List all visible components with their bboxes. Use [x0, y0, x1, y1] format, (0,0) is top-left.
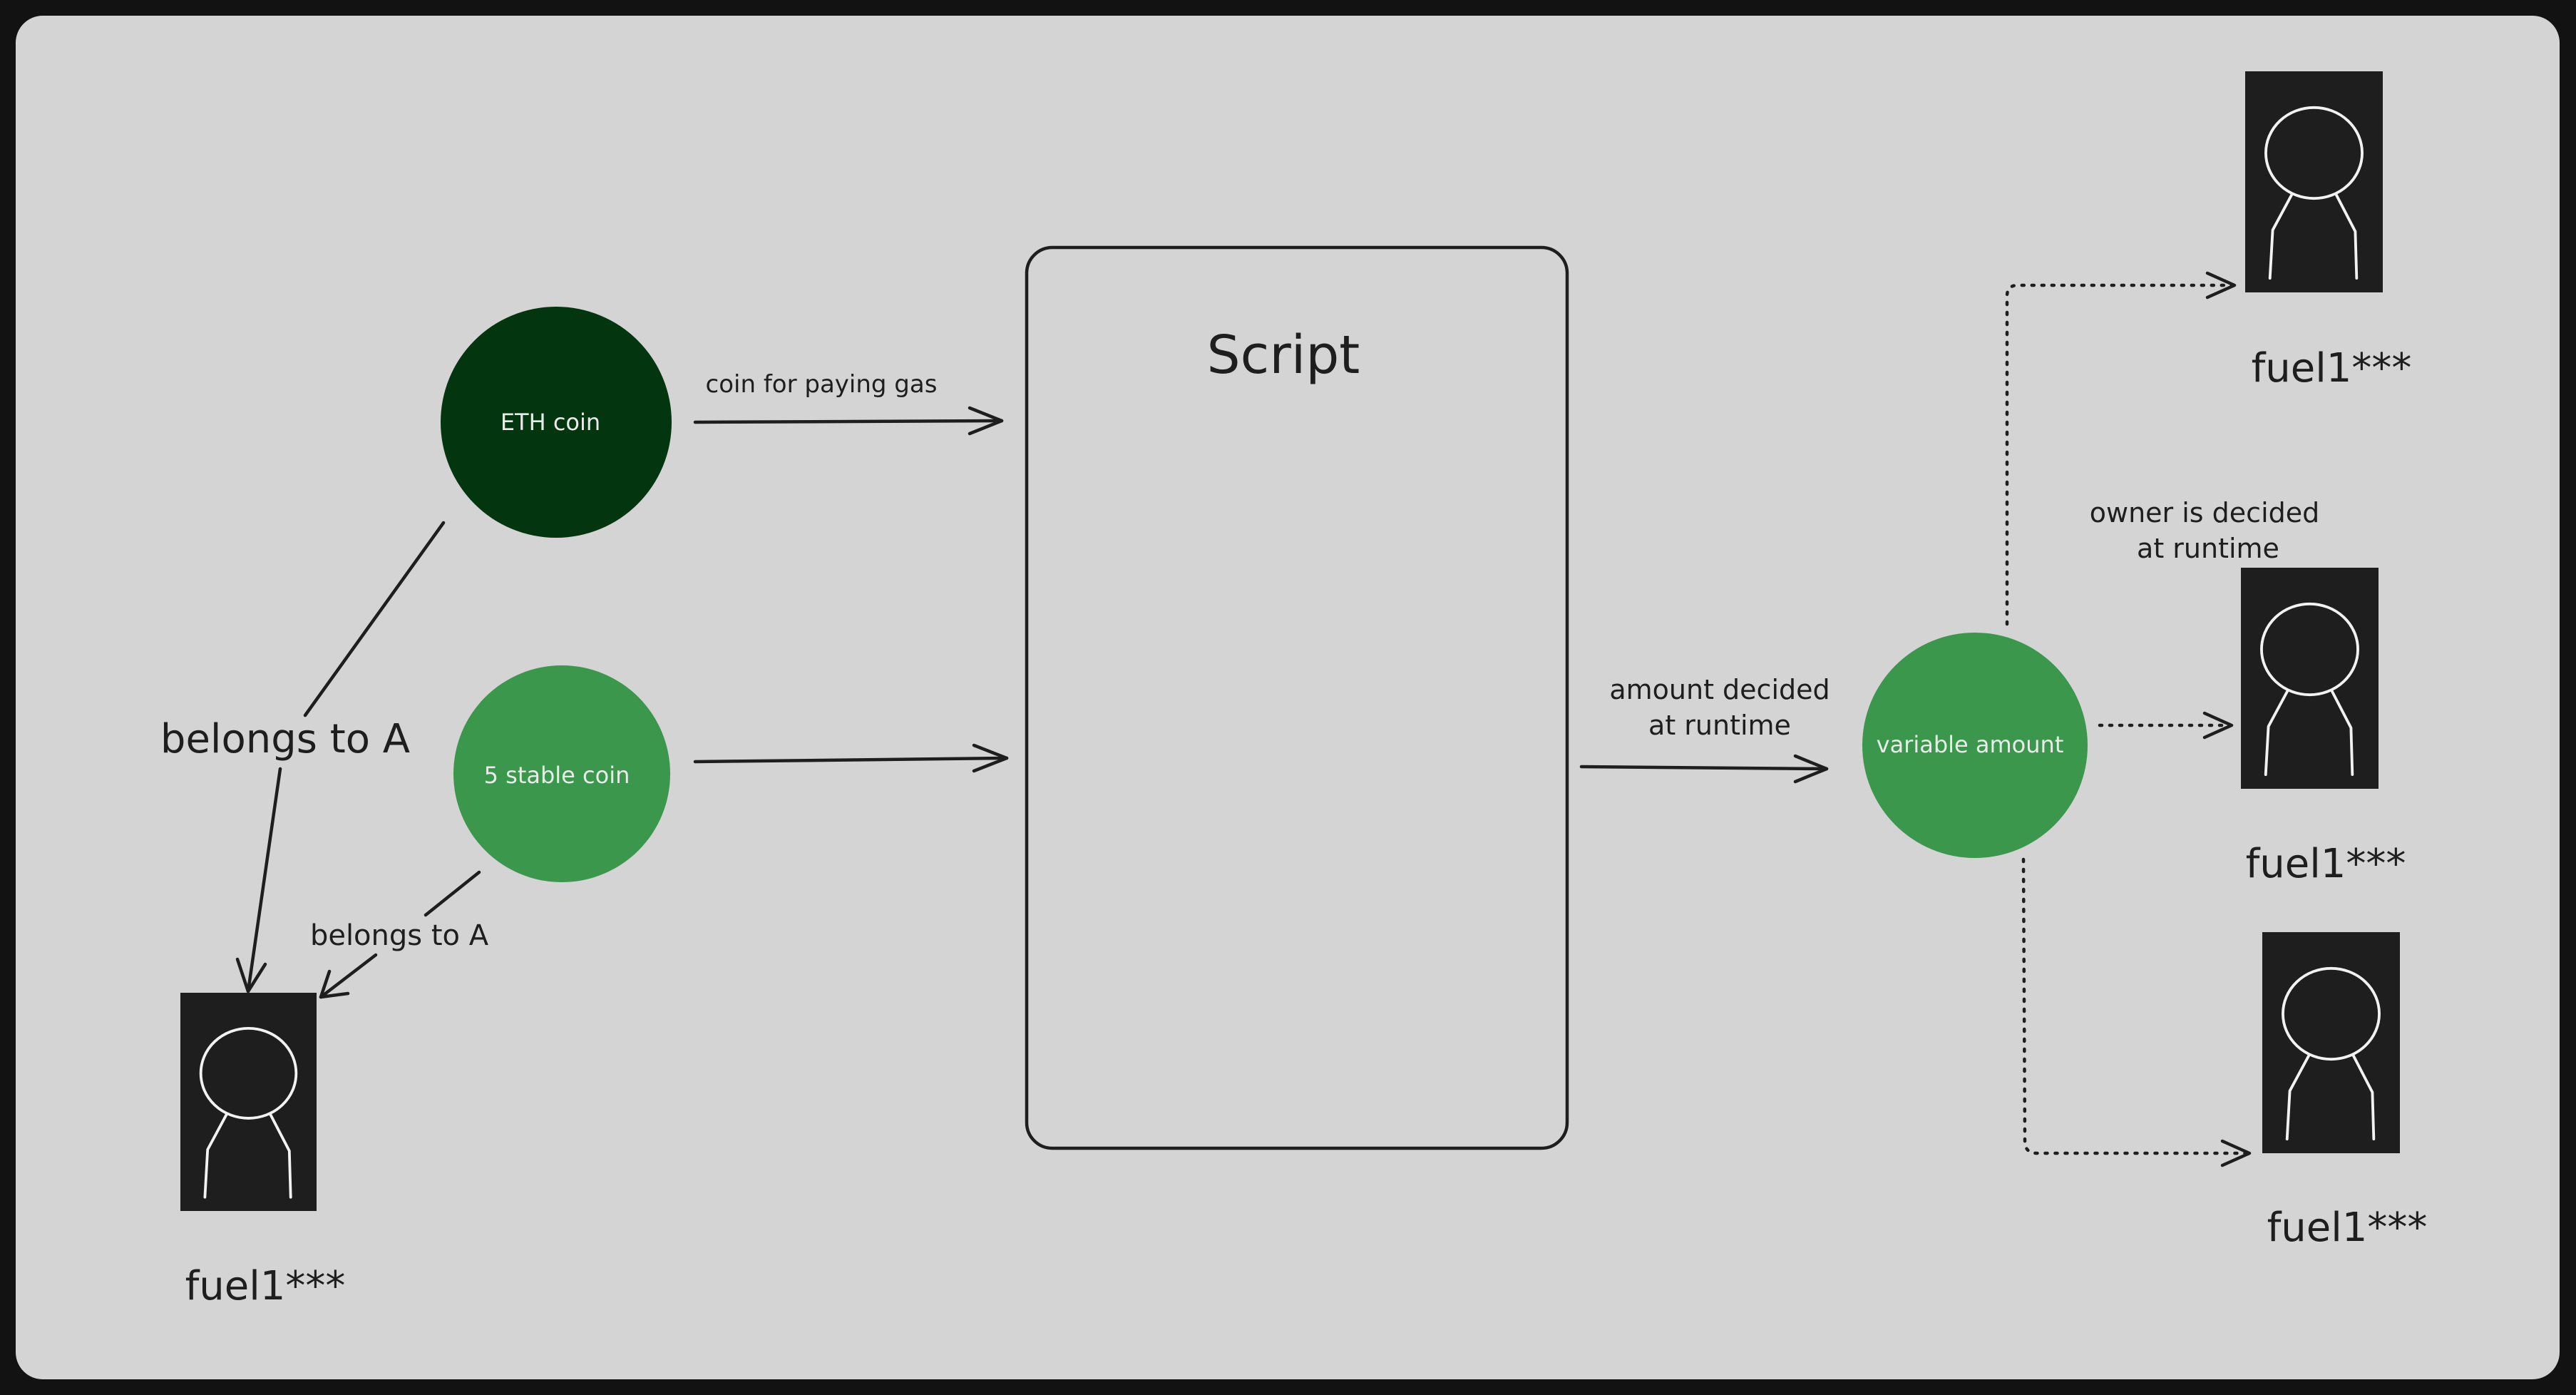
recipient-avatar-2	[2241, 568, 2379, 789]
recipient-address-3: fuel1***	[2267, 1205, 2428, 1251]
stable-coin-arrow-head	[972, 743, 1009, 773]
output-arrow-label-line1: amount decided	[1609, 674, 1830, 705]
branch-to-recipient-3	[2021, 857, 2248, 1155]
variable-amount-label: variable amount	[1877, 731, 2064, 758]
output-arrow	[1579, 765, 1829, 771]
belongs-to-label: belongs to A	[160, 716, 410, 762]
recipient-address-2: fuel1***	[2246, 841, 2406, 887]
owner-address: fuel1***	[185, 1263, 346, 1309]
owner-avatar	[180, 993, 317, 1211]
recipient-address-1: fuel1***	[2252, 345, 2412, 392]
branch-to-recipient-3-head	[2220, 1139, 2252, 1167]
ownership-arrow-head	[235, 957, 267, 993]
output-arrow-label-line2: at runtime	[1648, 710, 1791, 741]
owner-label-line2: at runtime	[2137, 533, 2279, 564]
stable-coin	[453, 665, 670, 882]
output-arrow-head	[1793, 754, 1829, 784]
ownership-arrow	[246, 767, 282, 993]
owner-label-line1: owner is decided	[2090, 497, 2320, 528]
branch-to-recipient-2-head	[2202, 711, 2234, 740]
canvas-background	[16, 16, 2560, 1379]
eth-coin-label: ETH coin	[501, 409, 600, 436]
script-title: Script	[1207, 325, 1360, 386]
stable-coin-label: 5 stable coin	[484, 762, 630, 789]
eth-coin	[441, 307, 672, 538]
script-box	[1025, 245, 1569, 1150]
stable-ownership-line	[424, 870, 481, 917]
recipient-avatar-1	[2245, 71, 2383, 292]
recipient-avatar-3	[2262, 932, 2400, 1153]
gas-arrow-head	[968, 406, 1004, 436]
gas-arrow-label: coin for paying gas	[706, 370, 938, 399]
variable-amount-coin	[1862, 633, 2088, 858]
eth-ownership-line	[303, 521, 446, 717]
branch-to-recipient-1	[2005, 283, 2234, 626]
stable-ownership-arrow-head	[319, 969, 350, 999]
belongs-to-small-label: belongs to A	[310, 919, 489, 952]
stable-ownership-arrow	[319, 953, 378, 999]
stable-coin-arrow	[693, 756, 1009, 764]
gas-arrow	[693, 419, 1004, 424]
branch-to-recipient-1-head	[2205, 271, 2237, 300]
